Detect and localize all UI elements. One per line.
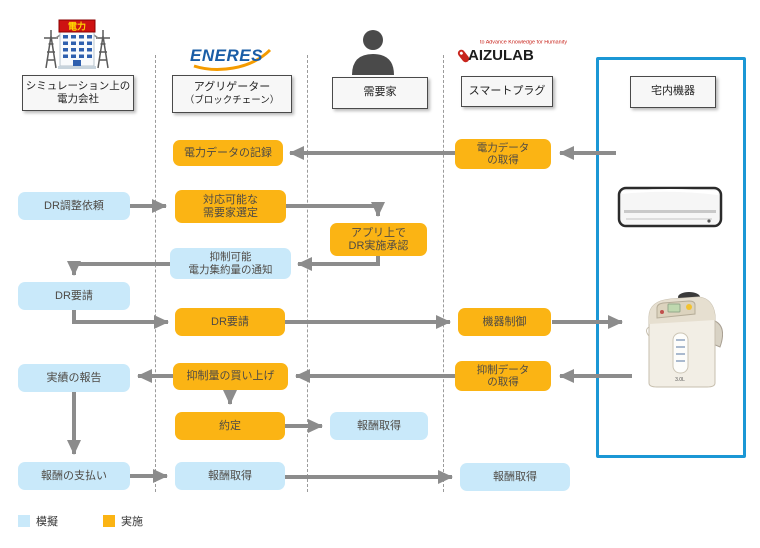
home-devices-frame — [596, 57, 746, 458]
power-company-building-icon: 電力 — [44, 19, 110, 69]
consumer-person-icon — [352, 30, 394, 75]
aizulab-logo-text: AIZULAB — [468, 47, 534, 64]
actor-consumer: 需要家 — [332, 77, 428, 109]
legend-item-implemented: 実施 — [103, 513, 143, 529]
node-app-approve: アプリ上で DR実施承認 — [330, 223, 427, 256]
lane-divider-2 — [307, 55, 308, 492]
arrow-dr-sim-to-dr-agg — [72, 310, 169, 329]
node-buy-reduction: 抑制量の買い上げ — [173, 363, 288, 390]
node-pay-reward: 報酬の支払い — [18, 462, 130, 490]
node-reward-plug: 報酬取得 — [460, 463, 570, 491]
actor-home-devices: 宅内機器 — [630, 76, 716, 108]
power-sign-text: 電力 — [68, 21, 86, 32]
node-contract: 約定 — [175, 412, 285, 440]
eneres-logo-text: ENERES — [190, 46, 263, 65]
actor-power-company: シミュレーション上の 電力会社 — [22, 75, 134, 111]
arrow-notify-to-dr-request-sim — [67, 261, 170, 276]
legend-label-simulated: 模擬 — [36, 516, 58, 528]
aggregator-sublabel: （ブロックチェーン） — [184, 94, 280, 106]
lane-divider-1 — [155, 55, 156, 492]
node-select-consumers: 対応可能な 需要家選定 — [175, 190, 286, 223]
lane-divider-3 — [443, 55, 444, 492]
legend-item-simulated: 模擬 — [18, 513, 58, 529]
arrow-select-to-approve — [286, 202, 385, 217]
aizulab-logo: to Advance Knowledge for Humanity AIZULA… — [456, 40, 572, 70]
svg-text:3.0L: 3.0L — [675, 377, 685, 383]
node-report-results: 実績の報告 — [18, 364, 130, 392]
actor-smartplug: スマートプラグ — [461, 76, 553, 107]
aggregator-label: アグリゲーター — [193, 81, 271, 94]
air-conditioner-image — [617, 186, 723, 228]
legend-swatch-implemented — [103, 515, 115, 527]
eneres-logo: ENERES — [186, 44, 276, 74]
node-power-record: 電力データの記録 — [173, 140, 283, 166]
node-power-get: 電力データ の取得 — [455, 139, 551, 169]
node-device-control: 機器制御 — [458, 308, 551, 336]
node-reward-consumer: 報酬取得 — [330, 412, 428, 440]
node-dr-request-sim: DR要請 — [18, 282, 130, 310]
aizulab-tagline: to Advance Knowledge for Humanity — [480, 40, 568, 46]
electric-pot-image: 3.0L — [646, 292, 723, 388]
node-notify-capacity: 抑制可能 電力集約量の通知 — [170, 248, 291, 279]
node-reward-agg: 報酬取得 — [175, 462, 285, 490]
legend-label-implemented: 実施 — [121, 516, 143, 528]
node-reduction-get: 抑制データ の取得 — [455, 361, 551, 391]
actor-aggregator: アグリゲーター （ブロックチェーン） — [172, 75, 292, 113]
node-dr-request-agg: DR要請 — [175, 308, 285, 336]
arrow-approve-to-notify — [297, 256, 380, 271]
node-dr-adjust: DR調整依頼 — [18, 192, 130, 220]
eneres-swoosh — [193, 48, 272, 71]
legend-swatch-simulated — [18, 515, 30, 527]
